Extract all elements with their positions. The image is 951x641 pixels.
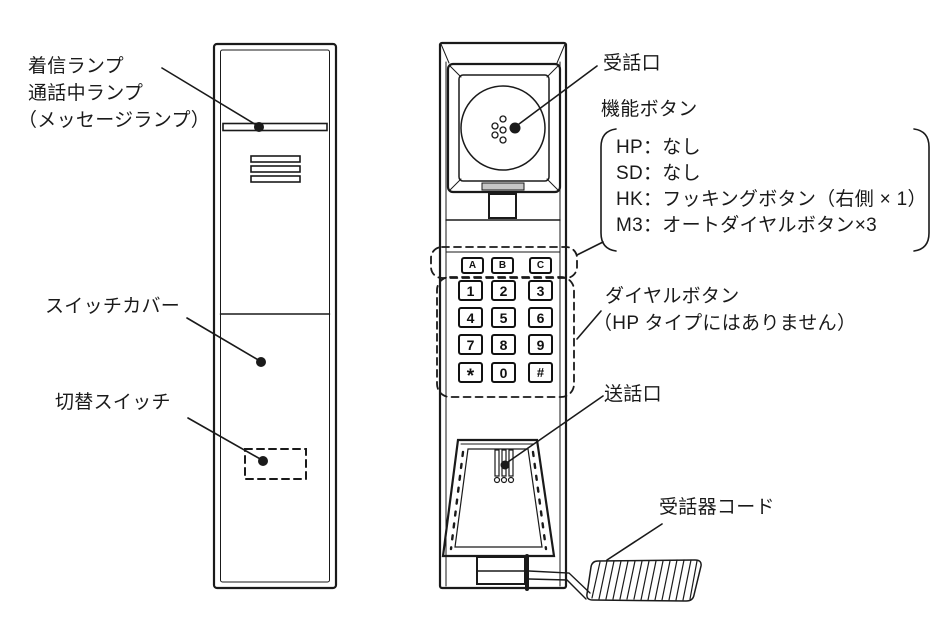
leader-line-mouthpiece [504, 395, 604, 465]
leader-line-function-bracket [576, 241, 604, 256]
function-note-sd: SD：なし [616, 163, 701, 184]
leader-line-dial-buttons [576, 310, 602, 340]
keypad-dashed-outline-dial [436, 276, 575, 398]
dial-key-0: 0 [491, 362, 516, 383]
dial-key-4: 4 [458, 307, 483, 328]
mouthpiece-label: 送話口 [604, 384, 662, 405]
function-note-hk: HK：フッキングボタン（右側 × 1） [616, 189, 927, 210]
leader-dot-earpiece [509, 122, 521, 134]
switch-label: 切替スイッチ [55, 392, 171, 413]
speaker-vents [250, 155, 301, 183]
function-note-m3: M3：オートダイヤルボタン×3 [616, 215, 877, 236]
leader-line-lamp [161, 67, 259, 127]
lamp-label-line3: （メッセージランプ） [18, 110, 211, 131]
function-bracket-right [913, 128, 930, 252]
function-button-label: 機能ボタン [601, 99, 698, 120]
function-bracket-left [600, 128, 617, 252]
leader-dot-switch-cover [256, 357, 266, 367]
memory-key-b: B [491, 257, 514, 274]
left-unit [212, 42, 338, 590]
dial-key-7: 7 [458, 334, 483, 355]
dial-key-9: 9 [528, 334, 553, 355]
handset-top-bevel-right [556, 43, 566, 64]
function-notes-brackets [600, 128, 930, 252]
dial-key-6: 6 [528, 307, 553, 328]
leader-line-switch-cover [186, 317, 261, 362]
memory-key-a: A [461, 257, 484, 274]
left-unit-inner-outline [220, 49, 330, 583]
handset-cord-lead [528, 570, 591, 600]
lamp-label-line2: 通話中ランプ [28, 83, 144, 104]
switch-dashed-outline [244, 448, 307, 480]
mouthpiece-trapezoid [441, 438, 556, 558]
dial-button-label-line2: （HP タイプにはありません） [593, 313, 857, 334]
keypad-dashed-outline-memory [430, 246, 578, 279]
handset-body [430, 41, 702, 602]
dial-key-3: 3 [528, 280, 553, 301]
leader-dot-lamp [254, 122, 264, 132]
lamp-bar [222, 122, 328, 132]
dial-key-8: 8 [491, 334, 516, 355]
left-unit-outer-outline [212, 42, 338, 590]
earpiece-label: 受話口 [603, 53, 661, 74]
earpiece-frame [446, 62, 562, 194]
function-note-hp: HP：なし [616, 137, 701, 158]
leader-lines [161, 65, 663, 561]
dial-key-2: 2 [491, 280, 516, 301]
leader-dot-mouthpiece [500, 460, 510, 470]
leader-line-switch [187, 417, 263, 461]
handset-cord-coil [586, 559, 702, 602]
leader-dot-switch [258, 456, 268, 466]
cord-label: 受話器コード [659, 497, 775, 518]
connector-block [476, 554, 529, 591]
earpiece-lower-bar [481, 182, 525, 191]
handset-top-bevel-left [440, 43, 450, 64]
dial-key-hash: # [528, 362, 553, 383]
earpiece-holes [491, 115, 507, 144]
dial-key-star: * [458, 362, 483, 387]
dial-key-5: 5 [491, 307, 516, 328]
memory-key-c: C [529, 257, 552, 274]
leader-line-earpiece [514, 65, 598, 128]
handset-outer-outline [438, 41, 568, 590]
dial-key-1: 1 [458, 280, 483, 301]
earpiece-circle [460, 85, 546, 171]
lamp-label-line1: 着信ランプ [28, 56, 124, 77]
dial-button-label-line1: ダイヤルボタン [605, 286, 740, 307]
leader-line-cord [606, 523, 663, 561]
handset-neck [488, 193, 517, 219]
switch-cover-label: スイッチカバー [45, 296, 181, 317]
